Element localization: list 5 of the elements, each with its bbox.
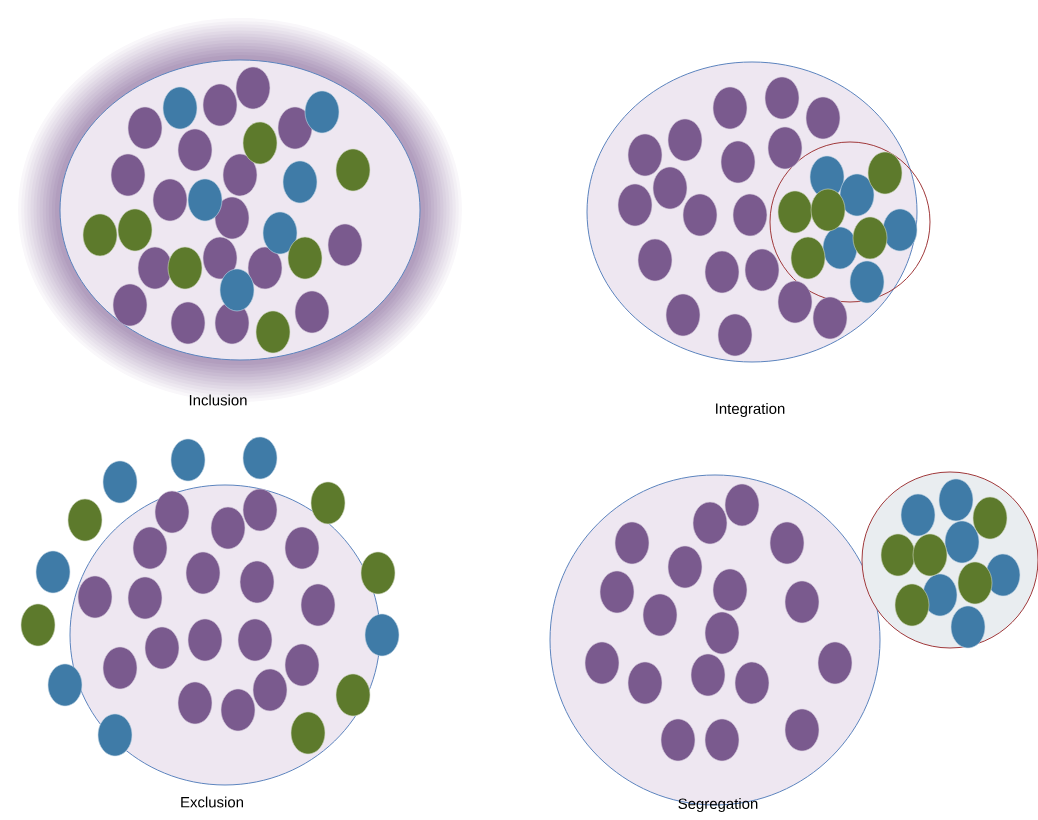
node-label: Integration: [716, 403, 785, 417]
node-label: Segregation: [678, 798, 758, 812]
group-circle: [769, 141, 931, 303]
node-label: Inclusion: [189, 394, 247, 406]
node-label: Exclusion: [181, 796, 243, 808]
